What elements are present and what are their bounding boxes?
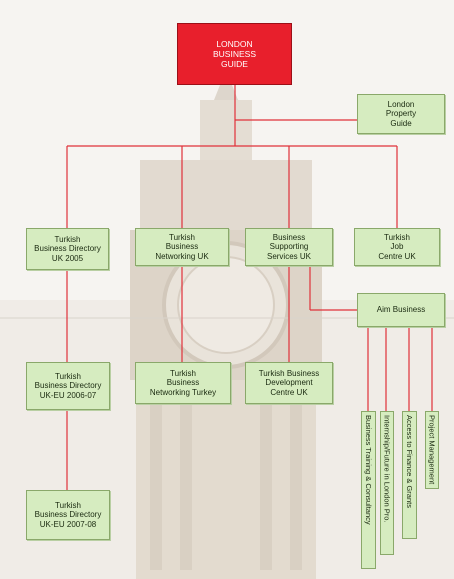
node-london-property-guide: London Property Guide xyxy=(357,94,445,134)
node-label: Internship/Future in London Pro. xyxy=(382,415,392,523)
node-business-directory-uk-eu-2007-08: Turkish Business Directory UK-EU 2007-08 xyxy=(26,490,110,540)
node-project-management: Project Management xyxy=(425,411,439,489)
node-label: Turkish Business Directory UK-EU 2006-07 xyxy=(34,371,102,400)
node-label: Turkish Job Centre UK xyxy=(378,232,416,261)
root-node-london-business-guide: LONDON BUSINESS GUIDE xyxy=(177,23,292,85)
node-business-networking-uk: Turkish Business Networking UK xyxy=(135,228,229,266)
node-business-directory-uk-2005: Turkish Business Directory UK 2005 xyxy=(26,228,109,270)
root-node-label: LONDON BUSINESS GUIDE xyxy=(213,39,256,69)
node-business-supporting-services-uk: Business Supporting Services UK xyxy=(245,228,333,266)
node-label: Turkish Business Networking UK xyxy=(155,232,209,261)
node-business-development-centre-uk: Turkish Business Development Centre UK xyxy=(245,362,333,404)
node-label: Turkish Business Directory UK-EU 2007-08 xyxy=(34,500,102,529)
node-access-to-finance-grants: Access to Finance & Grants xyxy=(402,411,417,539)
node-label: Turkish Business Directory UK 2005 xyxy=(34,234,101,263)
node-label: Access to Finance & Grants xyxy=(405,415,414,508)
node-job-centre-uk: Turkish Job Centre UK xyxy=(354,228,440,266)
node-label: London Property Guide xyxy=(385,99,417,128)
node-label: Business Supporting Services UK xyxy=(266,232,311,261)
node-business-networking-turkey: Turkish Business Networking Turkey xyxy=(135,362,231,404)
node-business-training-consultancy: Business Training & Consultancy xyxy=(361,411,376,569)
node-internship-future-in-london: Internship/Future in London Pro. xyxy=(380,411,394,555)
node-business-directory-uk-eu-2006-07: Turkish Business Directory UK-EU 2006-07 xyxy=(26,362,110,410)
node-label: Turkish Business Networking Turkey xyxy=(149,368,217,397)
node-label: Business Training & Consultancy xyxy=(364,415,373,525)
node-label: Aim Business xyxy=(376,305,426,315)
node-label: Turkish Business Development Centre UK xyxy=(258,368,320,397)
node-aim-business: Aim Business xyxy=(357,293,445,327)
node-label: Project Management xyxy=(427,415,437,485)
